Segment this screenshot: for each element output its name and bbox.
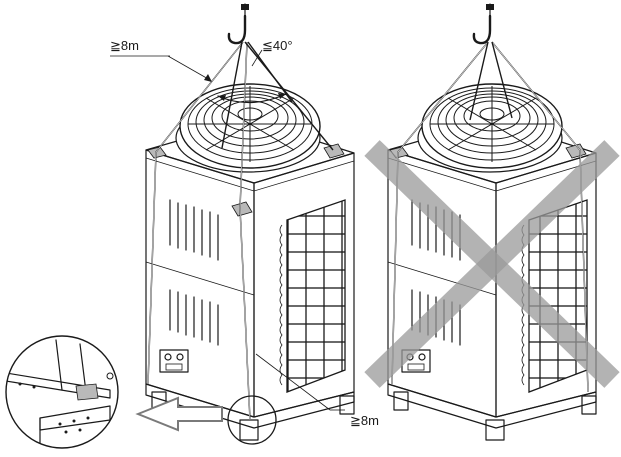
- magnifier-circle-icon: [5, 335, 119, 449]
- lifting-slings: [147, 41, 334, 421]
- detail-marker-circle: [227, 395, 277, 445]
- cross-mark-icon: [364, 140, 620, 388]
- correct-lifting-unit: ≧8m ≦40° ≧8m: [110, 3, 379, 441]
- fan-guard: [175, 83, 321, 173]
- lifting-hook-icon: [227, 3, 249, 45]
- sling-length-label-top: ≧8m: [110, 38, 139, 53]
- side-coil-grille: [279, 199, 346, 393]
- service-ports: [159, 349, 189, 373]
- sling-angle-indicator: [217, 49, 287, 104]
- fan-guard: [417, 83, 563, 173]
- incorrect-lifting-unit: [364, 3, 620, 441]
- sling-length-label-bottom: ≧8m: [350, 413, 379, 428]
- lifting-hook-icon: [472, 3, 494, 45]
- lifting-slings: [391, 41, 589, 393]
- sling-angle-label: ≦40°: [262, 38, 293, 53]
- upper-louvers: [169, 199, 219, 261]
- outdoor-unit-cabinet: [145, 119, 355, 441]
- left-arrow-icon: [135, 396, 223, 432]
- lower-louvers: [169, 289, 219, 346]
